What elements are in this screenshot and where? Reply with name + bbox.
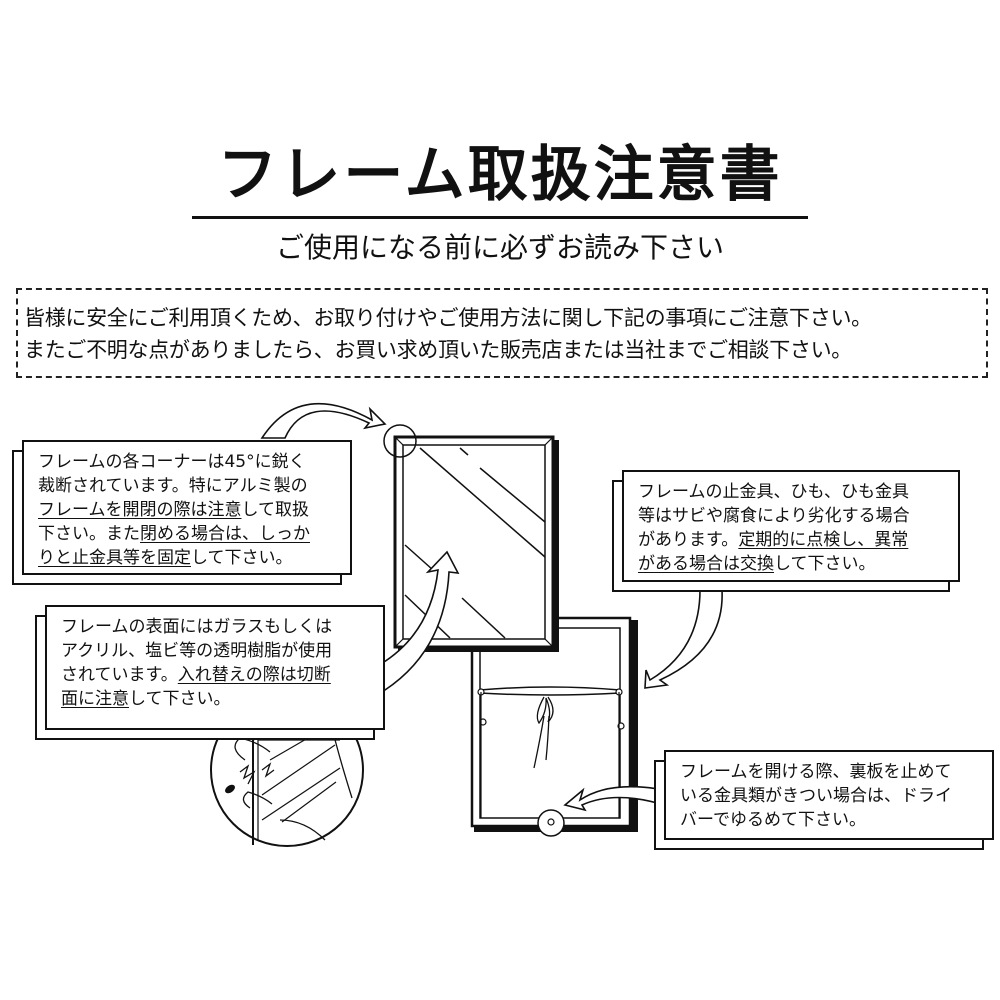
notice-box: 皆様に安全にご利用頂くため、お取り付けやご使用方法に関し下記の事項にご注意下さい… [16,288,988,378]
callout-fittings-warning: フレームの止金具、ひも、ひも金具 等はサビや腐食により劣化する場合 があります。… [622,470,960,582]
callout-line: アクリル、塩ビ等の透明樹脂が使用 [61,641,333,661]
callout-line: 等はサビや腐食により劣化する場合 [638,506,910,526]
callout-line: フレームの各コーナーは45°に鋭く [38,452,306,472]
callout-line: バーでゆるめて下さい。 [680,810,866,830]
frame-back-icon [470,616,638,832]
corner-highlight-circle-icon [383,424,417,458]
callout-line: 面に注意して下さい。 [61,689,231,709]
callout-line: いる金具類がきつい場合は、ドライ [680,786,952,806]
callout-line: フレームを開ける際、裏板を止めて [680,762,952,782]
callout-line: フレームを開閉の際は注意して取扱 [38,500,309,520]
callout-line: 下さい。また閉める場合は、しっか [38,524,310,544]
callout-surface-warning: フレームの表面にはガラスもしくは アクリル、塩ビ等の透明樹脂が使用 されています… [45,605,385,730]
callout-line: されています。入れ替えの際は切断 [61,665,331,685]
notice-line: またご不明な点がありましたら、お買い求め頂いた販売店または当社までご相談下さい。 [24,338,852,362]
title-divider [192,216,808,219]
callout-line: フレームの止金具、ひも、ひも金具 [638,482,909,502]
notice-line: 皆様に安全にご利用頂くため、お取り付けやご使用方法に関し下記の事項にご注意下さい… [24,306,872,330]
frame-front-icon [383,424,559,652]
page-title: フレーム取扱注意書 [217,140,783,210]
callout-opening-tip: フレームを開ける際、裏板を止めて いる金具類がきつい場合は、ドライ バーでゆるめ… [664,750,994,840]
callout-line: がある場合は交換して下さい。 [638,554,876,574]
callout-line: フレームの表面にはガラスもしくは [61,617,333,637]
fastener-highlight-circle-icon [537,809,565,837]
callout-line: りと止金具等を固定して下さい。 [38,548,293,568]
page-subtitle: ご使用になる前に必ずお読み下さい [275,231,724,264]
callout-line: があります。定期的に点検し、異常 [638,530,909,550]
callout-corner-warning: フレームの各コーナーは45°に鋭く 裁断されています。特にアルミ製の フレームを… [22,440,352,575]
callout-line: 裁断されています。特にアルミ製の [38,476,308,496]
